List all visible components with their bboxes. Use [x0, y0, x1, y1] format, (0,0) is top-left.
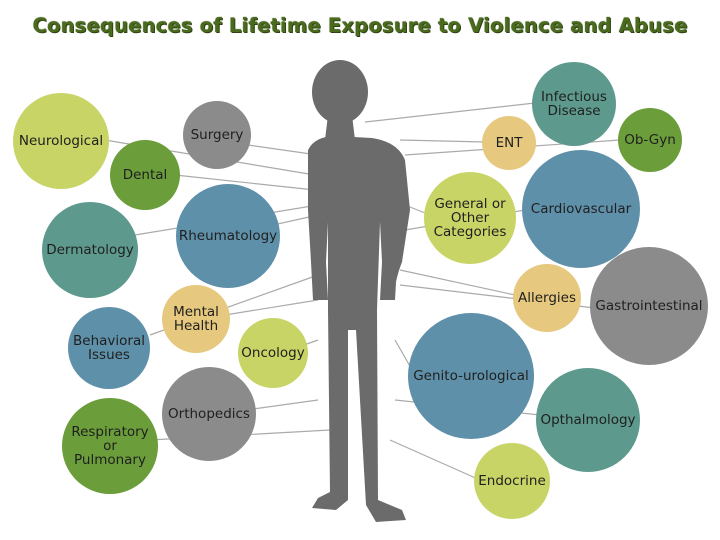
bubble-oncology: Oncology — [238, 318, 308, 388]
connector-line — [389, 439, 481, 481]
connector-line — [174, 174, 316, 191]
bubble-respiratory: Respiratory or Pulmonary — [62, 398, 158, 494]
connector-line — [399, 269, 516, 296]
bubble-ent: ENT — [482, 116, 536, 170]
bubble-ob-gyn: Ob-Gyn — [618, 108, 682, 172]
bubble-gastrointestinal: Gastrointestinal — [590, 247, 708, 365]
bubble-allergies: Allergies — [513, 264, 581, 332]
bubble-endocrine: Endocrine — [474, 443, 550, 519]
connector-line — [247, 144, 319, 156]
bubble-cardiovascular: Cardiovascular — [522, 150, 640, 268]
bubble-dermatology: Dermatology — [42, 202, 138, 298]
bubble-infectious-disease: Infectious Disease — [532, 62, 616, 146]
bubble-neurological: Neurological — [13, 93, 109, 189]
bubble-general-other: General or Other Categories — [424, 172, 516, 264]
bubble-surgery: Surgery — [183, 101, 251, 169]
bubble-mental-health: Mental Health — [162, 285, 230, 353]
bubble-orthopedics: Orthopedics — [162, 367, 256, 461]
bubble-dental: Dental — [110, 140, 180, 210]
diagram-title: Consequences of Lifetime Exposure to Vio… — [32, 14, 688, 37]
bubble-rheumatology: Rheumatology — [176, 184, 280, 288]
bubble-opthalmology: Opthalmology — [536, 368, 640, 472]
bubble-behavioral-issues: Behavioral Issues — [68, 307, 150, 389]
connector-line — [399, 139, 486, 143]
bubble-genito-urological: Genito-urological — [408, 313, 534, 439]
connector-line — [364, 102, 536, 123]
connector-line — [224, 299, 319, 316]
